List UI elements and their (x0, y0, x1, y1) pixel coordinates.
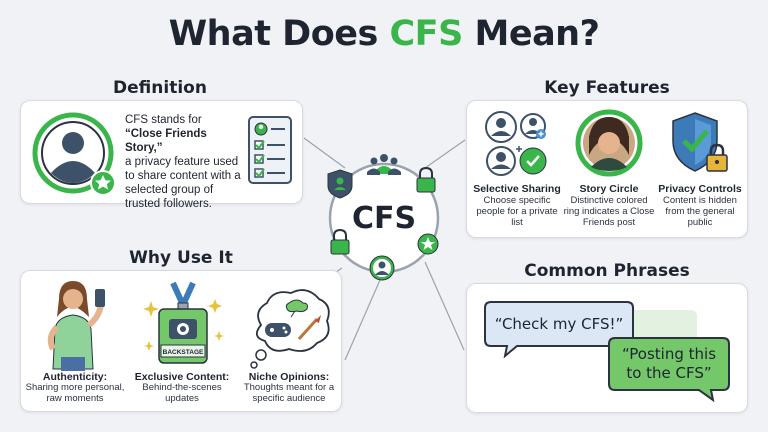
common-phrases-heading: Common Phrases (524, 261, 690, 281)
checklist-icon (248, 116, 292, 184)
thought-bubble-icon (250, 289, 330, 369)
backstage-pass-icon: BACKSTAGE (143, 281, 224, 364)
backstage-label: BACKSTAGE (163, 349, 204, 356)
avatar-star-icon (32, 112, 116, 196)
title-accent: CFS (389, 14, 464, 54)
feature-title-selective-sharing: Selective Sharing (473, 183, 561, 195)
why-desc-exclusive-content: Behind-the-scenes updates (142, 382, 222, 404)
why-title-niche-opinions: Niche Opinions: (248, 371, 330, 383)
user-avatar-icon (369, 255, 395, 281)
feature-desc-story-circle: Distinctive colored ring indicates a Clo… (563, 195, 655, 228)
definition-body: a privacy feature used to share content … (125, 156, 241, 210)
why-title-authenticity: Authenticity: (42, 371, 108, 383)
definition-line2: “Close Friends Story,” (125, 128, 207, 154)
why-use-card: Authenticity: Sharing more personal, raw… (20, 270, 342, 412)
story-ring-avatar-icon (575, 109, 643, 177)
why-title-exclusive-content: Exclusive Content: (134, 371, 230, 383)
key-features-heading: Key Features (544, 78, 670, 98)
group-icon (367, 154, 401, 175)
speech-bubble-blue-shape (484, 301, 634, 358)
selfie-person-icon (47, 281, 105, 371)
definition-text: CFS stands for “Close Friends Story,” a … (125, 113, 247, 211)
definition-card: CFS stands for “Close Friends Story,” a … (20, 100, 303, 210)
lock-left-icon (330, 228, 350, 255)
page-title: What Does CFS Mean? (0, 14, 768, 54)
phrase-bubble-1: “Check my CFS!” (494, 315, 624, 333)
shield-user-icon (327, 169, 353, 199)
star-badge-icon (417, 233, 439, 255)
feature-desc-selective-sharing: Choose specific people for a private lis… (476, 195, 558, 228)
why-use-heading: Why Use It (129, 248, 233, 268)
definition-heading: Definition (113, 78, 207, 98)
speech-bubble-green-shape (608, 337, 730, 402)
why-desc-niche-opinions: Thoughts meant for a specific audience (243, 382, 335, 404)
definition-line1: CFS stands for (125, 114, 202, 126)
phrase-bubble-2-line2: to the CFS” (626, 364, 712, 382)
shield-lock-icon (672, 112, 728, 172)
common-phrases-card: “Check my CFS!” “Posting this to the CFS… (466, 283, 748, 413)
key-features-card: Selective Sharing Choose specific people… (466, 100, 748, 238)
title-suffix: Mean? (462, 14, 600, 54)
why-desc-authenticity: Sharing more personal, raw moments (25, 382, 125, 404)
feature-desc-privacy-controls: Content is hidden from the general publi… (663, 195, 737, 228)
cfs-hub-graphic: CFS (327, 154, 440, 281)
feature-title-story-circle: Story Circle (579, 183, 639, 195)
feature-title-privacy-controls: Privacy Controls (658, 183, 742, 195)
phrase-bubble-2-line1: “Posting this (621, 345, 717, 363)
title-prefix: What Does (168, 14, 390, 54)
people-select-icon (485, 111, 547, 176)
cfs-center-label: CFS (352, 201, 416, 236)
phrase-bubble-2: “Posting this to the CFS” (609, 338, 729, 390)
lock-green-icon (416, 166, 436, 193)
